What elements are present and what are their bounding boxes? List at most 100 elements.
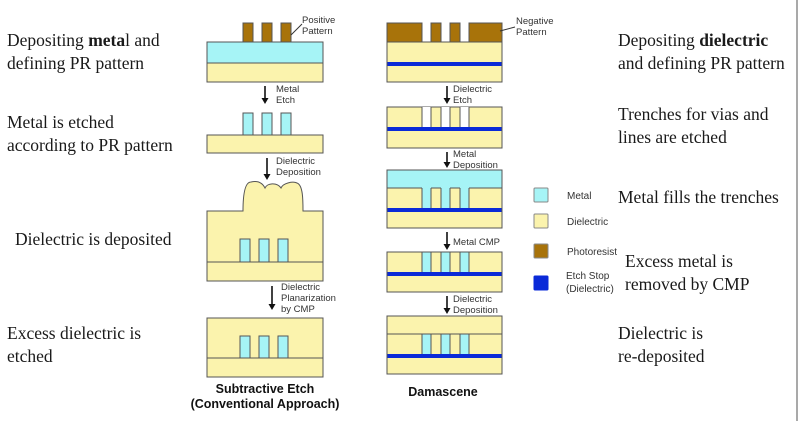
etch-stop-layer [387,127,502,131]
subtractive-etch-subtitle: (Conventional Approach) [191,397,340,411]
caption-text: Depositing [618,30,700,50]
step-label-dielectric-etch: Dielectric [453,84,492,95]
dielectric-base [206,261,324,282]
photoresist-post [242,22,254,43]
pattern-leader-line [290,23,303,36]
metal-line [277,238,289,263]
damascene-title: Damascene [408,385,478,399]
legend-label-metal: Metal [567,191,591,202]
right-caption-4: Excess metal is removed by CMP [625,250,749,296]
caption-line: lines are etched [618,127,727,147]
legend-swatch-dielectric [533,213,549,229]
pattern-leader-line [499,26,516,32]
down-arrow-head-icon [443,244,451,250]
right-caption-2: Trenches for vias and lines are etched [618,103,769,149]
legend-label-dielectric: Dielectric [567,217,608,228]
legend-label-photoresist: Photoresist [567,247,617,258]
metal-line [421,251,432,274]
step-label-metal-etch: Metal [276,84,299,95]
caption-line: Excess dielectric is [7,322,141,345]
photoresist-post [280,22,292,43]
step-label-dielectric-etch: Etch [453,95,472,106]
caption-line: Dielectric is [618,322,705,345]
etch-stop-layer [387,62,502,66]
damascene-column: NegativePatternDielectricEtchMetalDeposi… [386,16,554,399]
step-label-metal-etch: Etch [276,95,295,106]
metal-line [459,333,470,356]
photoresist-post [261,22,273,43]
dielectric-layer [206,62,324,83]
metal-line [421,333,432,356]
down-arrow-head-icon [268,304,276,310]
caption-line: Metal fills the trenches [618,186,779,209]
step-label-metal-deposition: Metal [453,149,476,160]
metal-line [280,112,292,136]
metal-line [261,112,273,136]
caption-text: l and [125,30,160,50]
caption-line: etched [7,346,53,366]
etch-stop-layer [387,354,502,358]
metal-fill [441,188,450,209]
metal-line [258,335,270,359]
legend-swatch-photoresist [533,243,549,259]
caption-text: Metal fills the trenches [618,187,779,207]
caption-line: Depositing dielectric [618,29,785,52]
caption-emphasis: meta [88,30,126,50]
caption-line: defining PR pattern [7,53,145,73]
step-label-dielectric-planarization: Planarization [281,293,336,304]
caption-line: removed by CMP [625,274,750,294]
caption-line: Trenches for vias and [618,103,769,126]
negative-pattern-label: Negative [516,16,554,27]
dielectric-base [206,357,324,378]
subtractive-etch-title: Subtractive Etch [216,382,315,396]
metal-line [459,251,470,274]
positive-pattern-label: Positive [302,15,335,26]
caption-line: Depositing metal and [7,29,160,52]
photoresist-block [430,22,442,43]
step-label-dielectric-deposition: Deposition [276,167,321,178]
metal-layer [206,41,324,64]
left-caption-3: Dielectric is deposited [15,228,171,251]
legend-swatch-metal [533,187,549,203]
metal-line [277,335,289,359]
caption-text: Excess dielectric is [7,323,142,343]
caption-line: Dielectric is deposited [15,228,171,251]
down-arrow-head-icon [263,174,271,180]
trench [441,107,450,128]
step-label-dielectric-deposition: Deposition [453,305,498,316]
caption-line: according to PR pattern [7,135,173,155]
caption-text: Excess metal is [625,251,733,271]
left-caption-4: Excess dielectric is etched [7,322,141,368]
down-arrow-head-icon [261,98,269,104]
etch-stop-layer [387,208,502,212]
down-arrow-head-icon [443,308,451,314]
dielectric-base [206,134,324,154]
step-label-metal-cmp: Metal CMP [453,237,500,248]
trench [460,107,469,128]
photoresist-block [386,22,423,43]
negative-pattern-label: Pattern [516,27,547,38]
metal-fill [422,188,431,209]
photoresist-block [468,22,503,43]
deposited-dielectric [206,181,324,263]
photoresist-block [449,22,461,43]
metal-line [440,251,451,274]
metal-line [440,333,451,356]
caption-line: and defining PR pattern [618,53,785,73]
caption-emphasis: dielectric [699,30,769,50]
caption-line: re-deposited [618,346,705,366]
caption-text: Trenches for vias and [618,104,769,124]
slide-edge-divider [796,0,798,421]
step-label-dielectric-planarization: Dielectric [281,282,320,293]
step-label-dielectric-deposition: Dielectric [453,294,492,305]
metal-line [258,238,270,263]
trench [422,107,431,128]
legend-label-etch-stop: (Dielectric) [566,284,614,295]
metal-line [242,112,254,136]
positive-pattern-label: Pattern [302,26,333,37]
